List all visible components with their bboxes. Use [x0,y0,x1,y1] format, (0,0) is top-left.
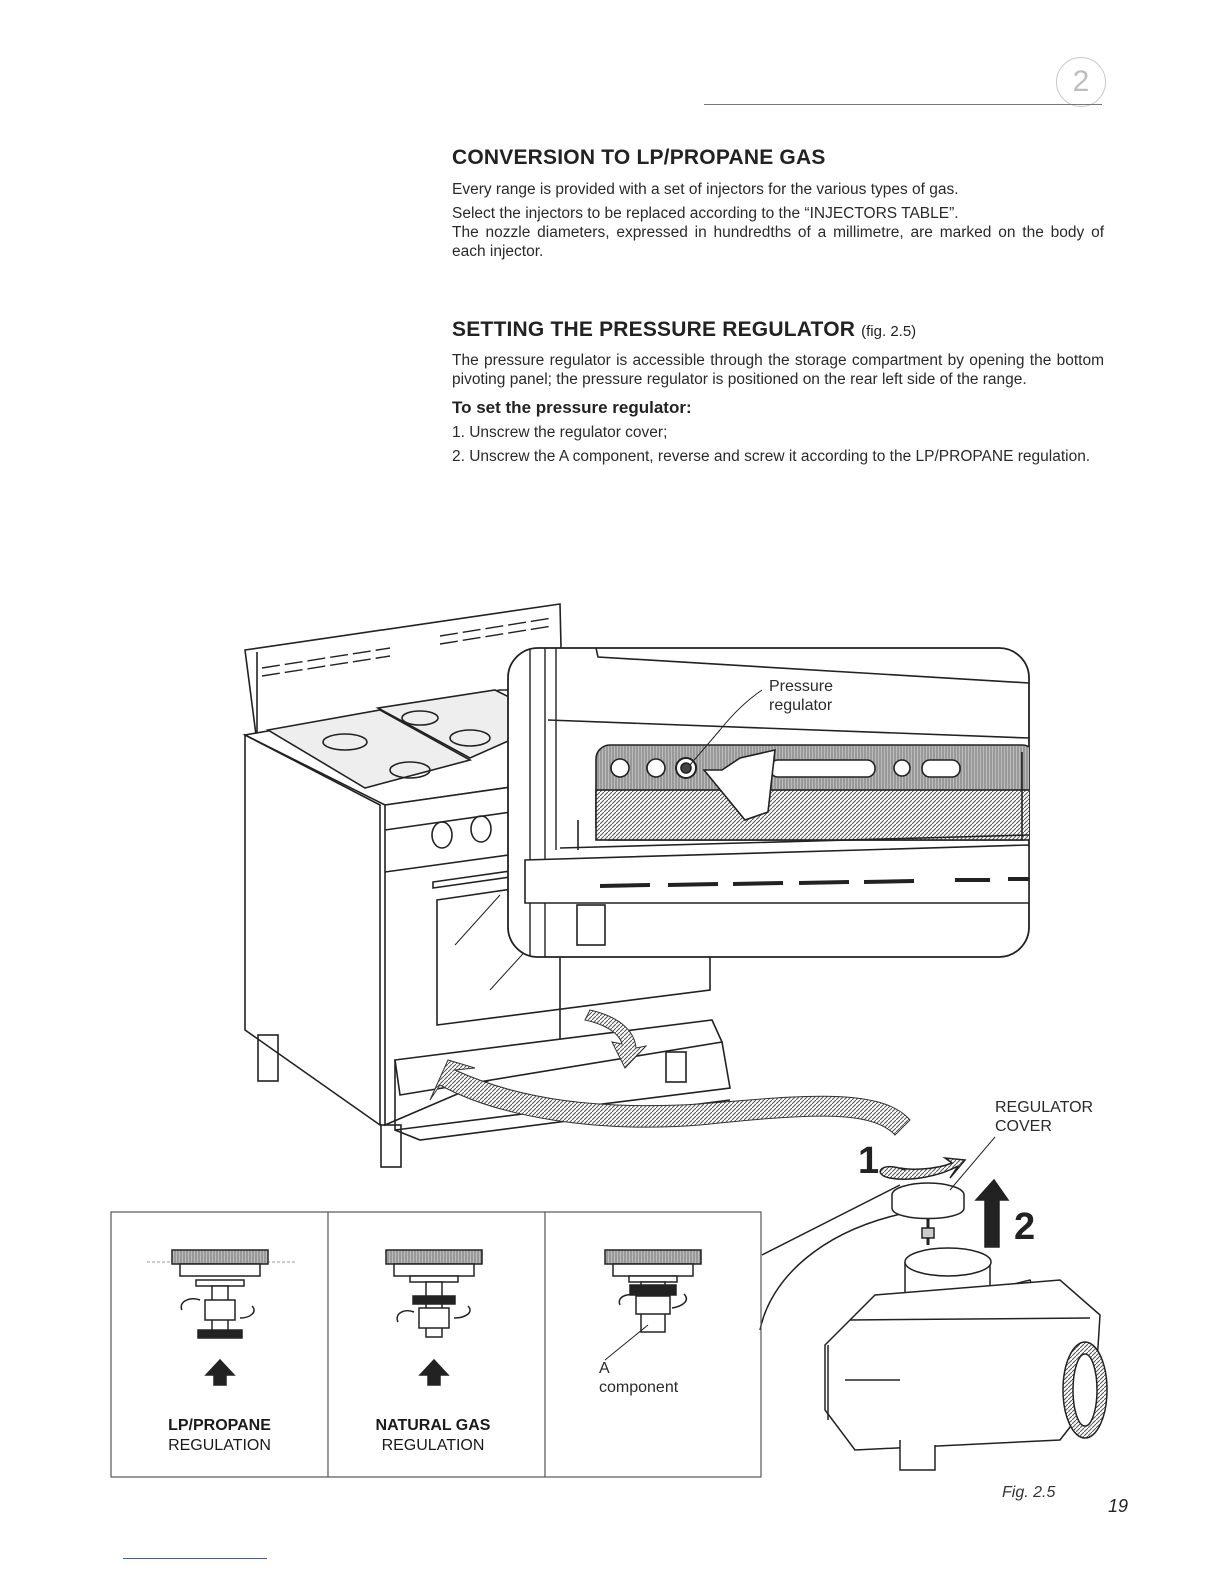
figure-caption: Fig. 2.5 [1002,1484,1056,1501]
panel-lp-subtitle: REGULATION [168,1437,271,1454]
a-component-line1: A [599,1360,610,1377]
section-title-pressure-regulator: SETTING THE PRESSURE REGULATOR (fig. 2.5… [452,318,1104,342]
paragraph-injectors-select: Select the injectors to be replaced acco… [452,205,959,222]
figure-reference: (fig. 2.5) [861,323,917,340]
callout-regulator-cover-line1: REGULATOR [995,1099,1094,1116]
step-number-1: 1 [858,1140,880,1182]
panel-lp-title: LP/PROPANE [168,1417,271,1434]
panel-natural-subtitle: REGULATION [381,1437,485,1454]
a-component-line2: component [599,1379,679,1396]
callout-pressure-regulator: Pressure regulator [769,677,833,715]
header-rule [704,104,1102,105]
steps-list: 1. Unscrew the regulator cover; 2. Unscr… [452,423,1104,466]
callout-pressure-regulator-line2: regulator [769,697,833,714]
panel-icon-a-component [604,1249,702,1361]
section-title-text: SETTING THE PRESSURE REGULATOR [452,318,856,341]
panels-box [110,1211,762,1478]
section-pressure-regulator: SETTING THE PRESSURE REGULATOR (fig. 2.5… [452,318,1104,471]
paragraph-nozzle-diameters: The nozzle diameters, expressed in hundr… [452,224,1104,260]
callout-regulator-cover-line2: COVER [995,1118,1052,1135]
section-conversion: CONVERSION TO LP/PROPANE GAS Every range… [452,146,1104,261]
step-number-2: 2 [1014,1206,1036,1248]
chapter-number: 2 [1072,65,1090,98]
regulator-drawing [759,1156,1108,1471]
paragraph-injectors-set: Every range is provided with a set of in… [452,181,959,198]
callout-pressure-regulator-line1: Pressure [769,678,834,695]
chapter-badge: 2 [1056,57,1106,107]
footer-rule [123,1558,267,1559]
subheading-set-regulator: To set the pressure regulator: [452,398,692,417]
panel-natural-title: NATURAL GAS [375,1417,491,1434]
panel-icon-natural [385,1249,483,1386]
panel-lp-propane: LP/PROPANE REGULATION [111,1415,328,1456]
panel-natural-gas: NATURAL GAS REGULATION [328,1415,538,1456]
step-1: 1. Unscrew the regulator cover; [452,424,668,441]
zoom-inset [507,647,1030,958]
panel-icon-lp [147,1249,297,1386]
step-2: 2. Unscrew the A component, reverse and … [452,448,1091,465]
section-title-conversion: CONVERSION TO LP/PROPANE GAS [452,146,826,169]
panel-a-component-label: A component [599,1359,678,1397]
page-number: 19 [1108,1496,1129,1516]
paragraph-regulator-access: The pressure regulator is accessible thr… [452,352,1104,388]
callout-regulator-cover: REGULATOR COVER [995,1098,1093,1136]
